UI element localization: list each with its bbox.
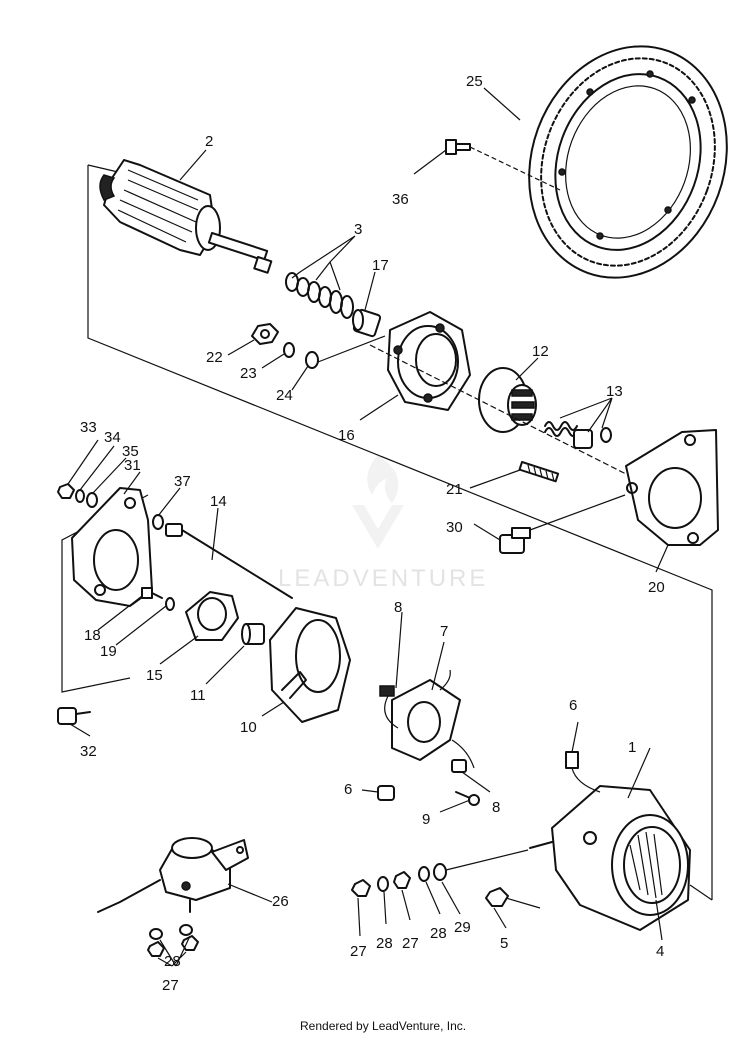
pinion-drive [478,367,537,433]
callout-17: 17 [372,257,389,274]
bushing-17 [352,308,382,338]
callout-23: 23 [240,365,257,382]
brush-6 [377,785,395,801]
callout-5: 5 [500,935,508,952]
callout-20: 20 [648,579,665,596]
callout-27-solenoid: 27 [162,977,179,994]
washer-24 [305,351,319,369]
screw-18 [141,587,163,599]
washer-34 [75,489,85,503]
callout-3: 3 [354,221,362,238]
callout-36: 36 [392,191,409,208]
washer-35 [86,492,98,508]
stud-21 [518,461,560,483]
callout-31: 31 [124,457,141,474]
terminal-lead-6 [565,751,601,793]
callout-28-solenoid: 28 [164,953,181,970]
callout-22: 22 [206,349,223,366]
washer-23 [283,342,295,358]
callout-28-left: 28 [376,935,393,952]
bolt-32 [57,707,91,725]
through-bolt-14 [165,523,293,599]
nut-27 [351,879,371,897]
callout-8-lower: 8 [492,799,500,816]
callout-37: 37 [174,473,191,490]
assembly-frame-upper [87,165,713,900]
callout-8-upper: 8 [394,599,402,616]
callout-27-right: 27 [402,935,419,952]
callout-33: 33 [80,419,97,436]
washer-29 [433,863,447,881]
callout-35: 35 [122,443,139,460]
callout-2: 2 [205,133,213,150]
brush-lead-9 [455,791,480,806]
brush-holder-7 [379,669,475,769]
callout-24: 24 [276,387,293,404]
watermark-logo [352,455,404,549]
callout-19: 19 [100,643,117,660]
callout-28-right: 28 [430,925,447,942]
callout-13: 13 [606,383,623,400]
watermark-text: LEADVENTURE [278,565,488,592]
end-plate-31 [71,487,153,607]
callout-11: 11 [190,687,206,704]
callout-12: 12 [532,343,549,360]
callout-18: 18 [84,627,101,644]
callout-6-upper: 6 [569,697,577,714]
washer-28-b [418,866,430,882]
callout-25: 25 [466,73,483,90]
solenoid-26 [97,837,249,913]
solenoid-hardware [147,924,199,957]
screw-5 [485,887,541,909]
nut-22 [251,323,279,345]
leader-lines [67,87,669,967]
assembly-frame-right [689,884,713,901]
ring-gear-bolt [445,139,561,191]
brush-8 [451,759,467,773]
bolt-30 [499,494,626,554]
callout-29: 29 [454,919,471,936]
callout-4: 4 [656,943,664,960]
washer-28 [377,876,389,892]
callout-9: 9 [422,811,430,828]
callout-32: 32 [80,743,97,760]
bushing-11 [241,623,265,645]
callout-21: 21 [446,481,463,498]
drive-end-housing [387,311,471,411]
washer-19 [165,597,175,611]
footer-credit: Rendered by LeadVenture, Inc. [300,1019,466,1033]
washer-stack [285,272,354,319]
callout-7: 7 [440,623,448,640]
callout-15: 15 [146,667,163,684]
nut-27-b [393,871,411,889]
callout-labels: 1 2 3 4 5 6 6 7 8 8 9 10 11 12 13 14 15 … [80,73,665,994]
callout-34: 34 [104,429,121,446]
callout-14: 14 [210,493,227,510]
armature [99,159,273,274]
callout-10: 10 [240,719,257,736]
assembly-frame-top [87,164,119,173]
washer-37 [152,514,164,530]
spring-collar [544,421,612,449]
callout-1: 1 [628,739,636,756]
callout-26: 26 [272,893,289,910]
brush-cover-15 [185,591,239,641]
callout-16: 16 [338,427,355,444]
nut-33 [57,483,75,499]
end-cap-10 [269,607,351,723]
motor-frame [529,785,691,931]
callout-27-left: 27 [350,943,367,960]
callout-6-lower: 6 [344,781,352,798]
callout-30: 30 [446,519,463,536]
ring-gear [528,45,728,279]
mounting-bracket-20 [625,429,719,546]
